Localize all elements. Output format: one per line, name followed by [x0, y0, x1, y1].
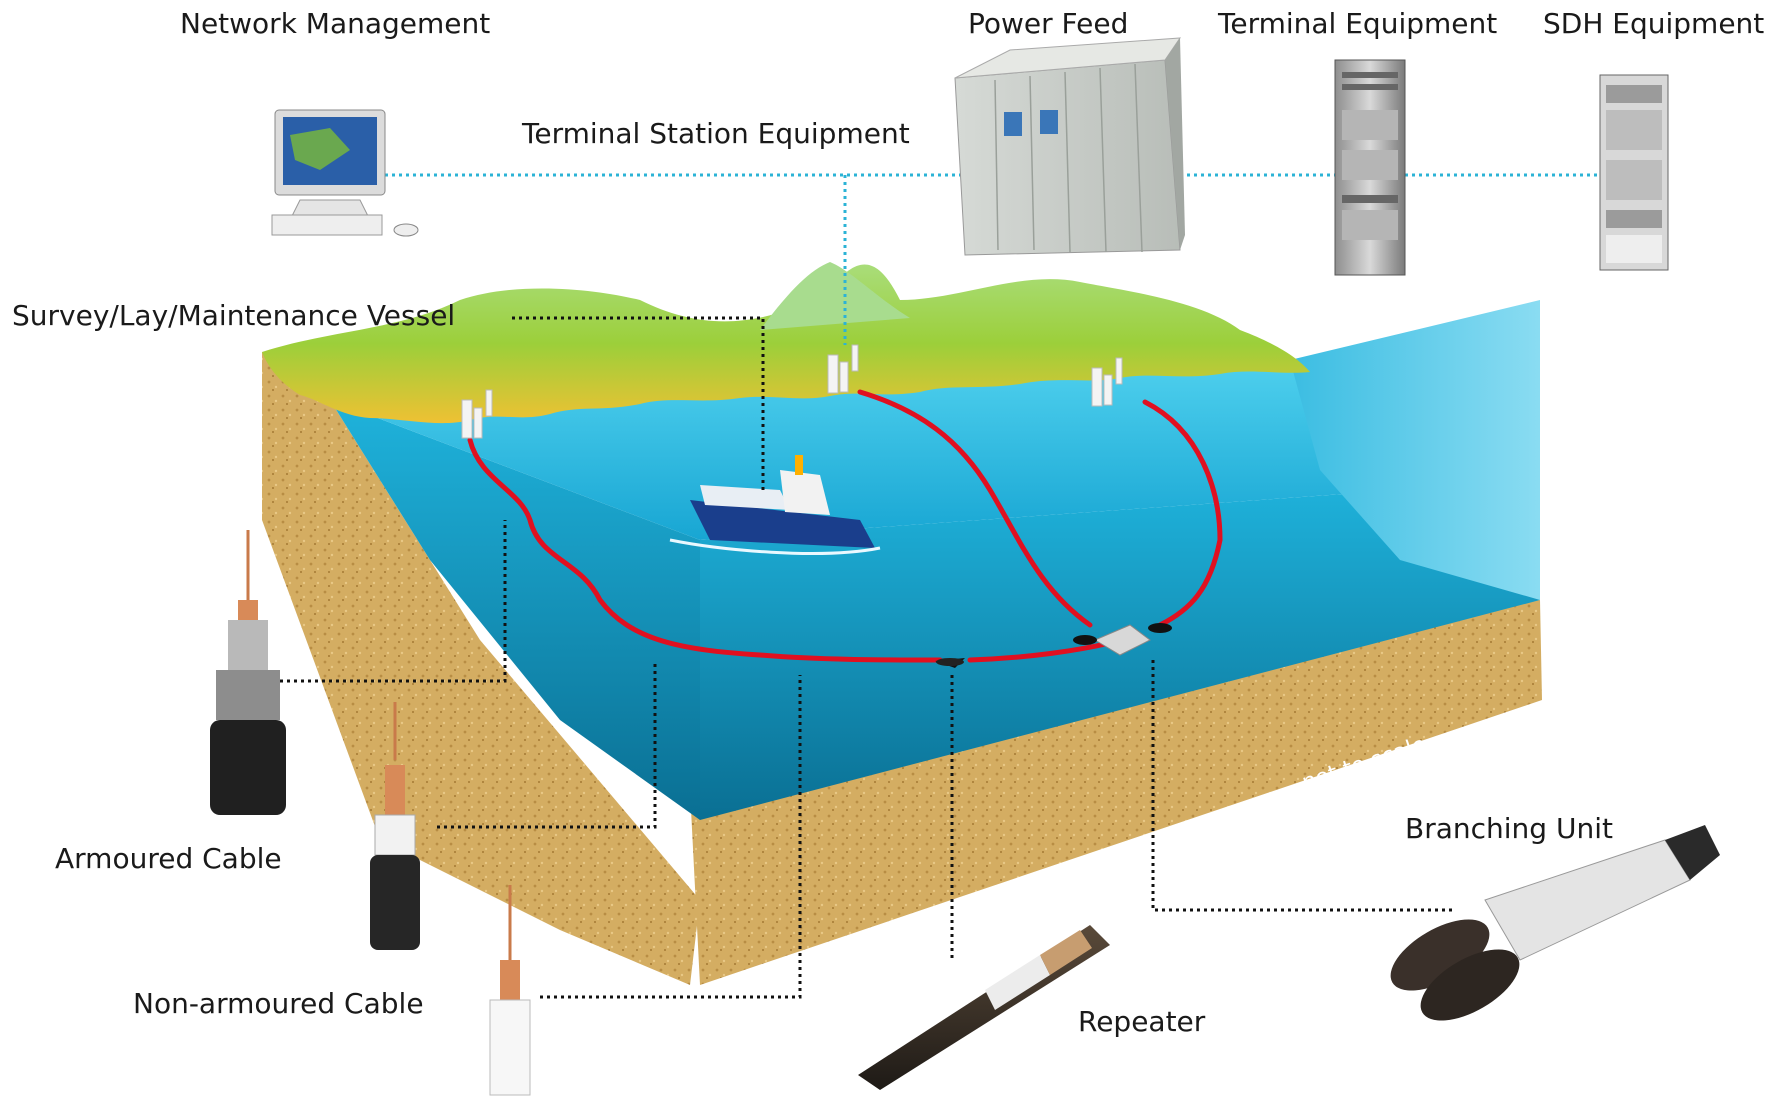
label-vessel: Survey/Lay/Maintenance Vessel: [12, 299, 456, 332]
label-non-armoured-cable: Non-armoured Cable: [133, 987, 424, 1020]
armoured-leader: [280, 520, 507, 683]
sea-right-face: [1290, 300, 1540, 600]
cable-route: [467, 389, 1223, 663]
cable-section-icon: [210, 530, 531, 1096]
label-sdh-equipment: SDH Equipment: [1543, 7, 1765, 40]
label-power-feed: Power Feed: [968, 7, 1129, 40]
label-network-management: Network Management: [180, 7, 491, 40]
light-armoured-leader: [437, 660, 657, 829]
rack-icon: [1334, 59, 1406, 276]
ship-icon: [669, 455, 881, 555]
label-terminal-equipment: Terminal Equipment: [1218, 7, 1498, 40]
cable-west: [467, 437, 943, 663]
repeater-icon: [858, 925, 1110, 1090]
sdh-rack-icon: [1599, 74, 1669, 271]
label-armoured-cable: Armoured Cable: [55, 842, 282, 875]
cable-trunk: [967, 640, 1113, 663]
label-repeater: Repeater: [1078, 1005, 1206, 1038]
seabed-repeater: [935, 658, 965, 668]
mountain-peak: [760, 262, 910, 330]
coastal-land: [262, 264, 1310, 424]
leader-lines: [280, 316, 1455, 999]
monitor-icon: [271, 109, 419, 237]
cable-east: [1142, 399, 1223, 628]
cable-middle: [857, 389, 1093, 628]
sand-front-face: [690, 600, 1542, 985]
terrain-block: [262, 262, 1542, 985]
seabed-branching-unit: [1073, 623, 1172, 656]
station-icon: [461, 344, 1123, 439]
label-branching-unit: Branching Unit: [1405, 812, 1613, 845]
sand-left-face: [262, 352, 700, 985]
non-armoured-leader: [540, 675, 802, 999]
label-terminal-station-equipment: Terminal Station Equipment: [522, 117, 910, 150]
power-cabinet-icon: [954, 37, 1185, 256]
signal-lines: [385, 173, 1600, 345]
vessel-leader: [512, 316, 765, 490]
branching-unit-icon: [1390, 825, 1720, 1021]
